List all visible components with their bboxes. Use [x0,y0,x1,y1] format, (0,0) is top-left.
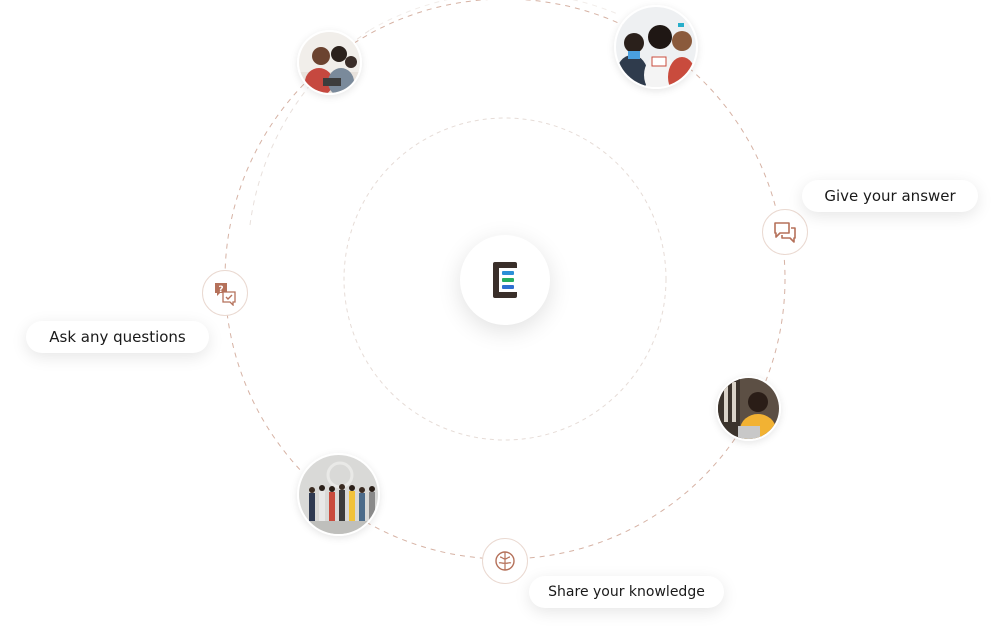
brain-icon [495,551,515,571]
share-knowledge-text: Share your knowledge [548,584,705,600]
ask-questions-text: Ask any questions [49,328,186,346]
outer-ring-faded-arc [249,29,371,226]
inner-ring [343,117,667,441]
give-answer-badge [762,209,808,255]
outer-ring-top-arc [369,0,621,31]
svg-text:?: ? [218,285,223,295]
woman-laptop-photo [716,376,781,441]
group-study-photo [297,30,362,95]
give-answer-text: Give your answer [824,187,956,205]
give-answer-label: Give your answer [802,180,978,212]
brand-logo-icon [493,262,517,298]
outer-ring [224,0,786,560]
share-knowledge-badge [482,538,528,584]
friends-phone-photo [614,5,698,89]
ask-questions-badge: ? [202,270,248,316]
group-wall-photo [297,453,380,536]
chat-bubbles-icon [774,222,796,243]
ask-questions-label: Ask any questions [26,321,209,353]
share-knowledge-label: Share your knowledge [529,576,724,608]
question-check-icon: ? [215,283,236,306]
center-logo [460,235,550,325]
